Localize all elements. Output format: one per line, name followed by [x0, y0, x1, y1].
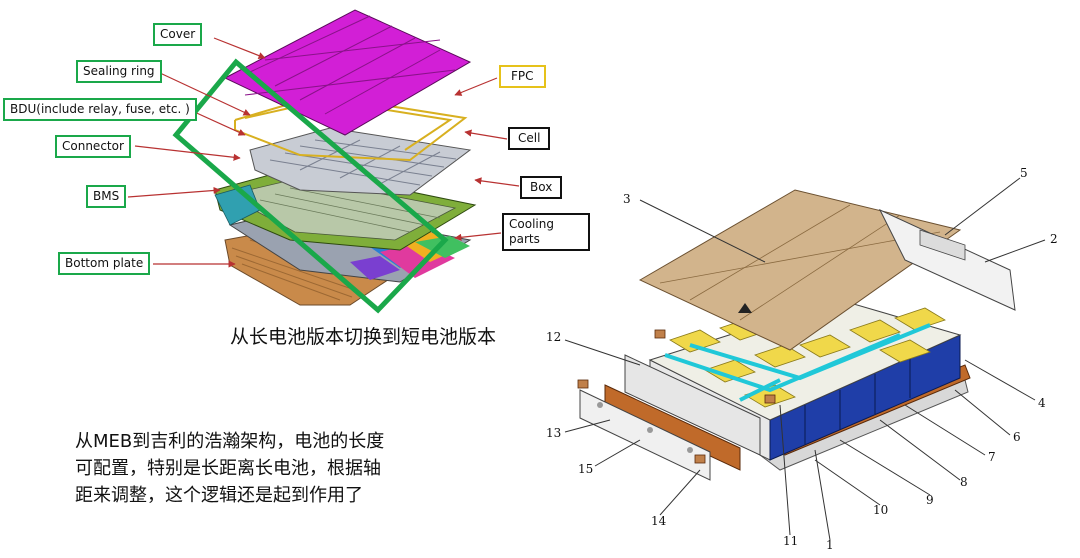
label-bms: BMS [86, 185, 127, 208]
label-fpc: FPC [499, 65, 546, 88]
label-cooling-line1: Cooling [509, 217, 554, 231]
label-cell: Cell [508, 127, 551, 150]
callout-15: 15 [578, 462, 594, 476]
callout-9: 9 [926, 493, 934, 507]
label-cooling-parts: Cooling parts [502, 213, 590, 251]
callout-10: 10 [873, 503, 889, 517]
note-text: 从MEB到吉利的浩瀚架构，电池的长度 可配置，特别是长距离长电池，根据轴 距来调… [75, 428, 384, 509]
left-exploded-pack [127, 9, 520, 314]
callout-14: 14 [651, 514, 667, 528]
cells-shape [249, 127, 472, 196]
note-line-2: 可配置，特别是长距离长电池，根据轴 [75, 458, 381, 479]
cover-shape [223, 9, 472, 136]
label-bottom-plate: Bottom plate [58, 252, 151, 275]
note-line-3: 距来调整，这个逻辑还是起到作用了 [75, 485, 363, 506]
callout-8: 8 [960, 475, 968, 489]
highlight-frame [172, 58, 449, 314]
label-bdu: BDU(include relay, fuse, etc. ) [3, 98, 197, 121]
label-connector: Connector [55, 135, 131, 158]
number-leaders [564, 177, 1046, 541]
callout-1: 1 [826, 538, 834, 552]
callout-4: 4 [1038, 396, 1046, 410]
leader-lines [127, 37, 520, 268]
label-sealing-ring: Sealing ring [76, 60, 162, 83]
callout-7: 7 [988, 450, 996, 464]
switch-caption: 从长电池版本切换到短电池版本 [230, 326, 497, 348]
callout-5: 5 [1020, 166, 1028, 180]
callout-12: 12 [546, 330, 562, 344]
callout-6: 6 [1013, 430, 1021, 444]
lid-shape [638, 189, 962, 351]
callout-13: 13 [546, 426, 562, 440]
callout-3: 3 [623, 192, 631, 206]
label-cover: Cover [153, 23, 203, 46]
label-cooling-line2: parts [509, 232, 540, 246]
callout-2: 2 [1050, 232, 1058, 246]
callout-11: 11 [783, 534, 799, 548]
right-exploded-pack [564, 177, 1046, 541]
label-box: Box [520, 176, 563, 199]
note-line-1: 从MEB到吉利的浩瀚架构，电池的长度 [75, 431, 385, 452]
